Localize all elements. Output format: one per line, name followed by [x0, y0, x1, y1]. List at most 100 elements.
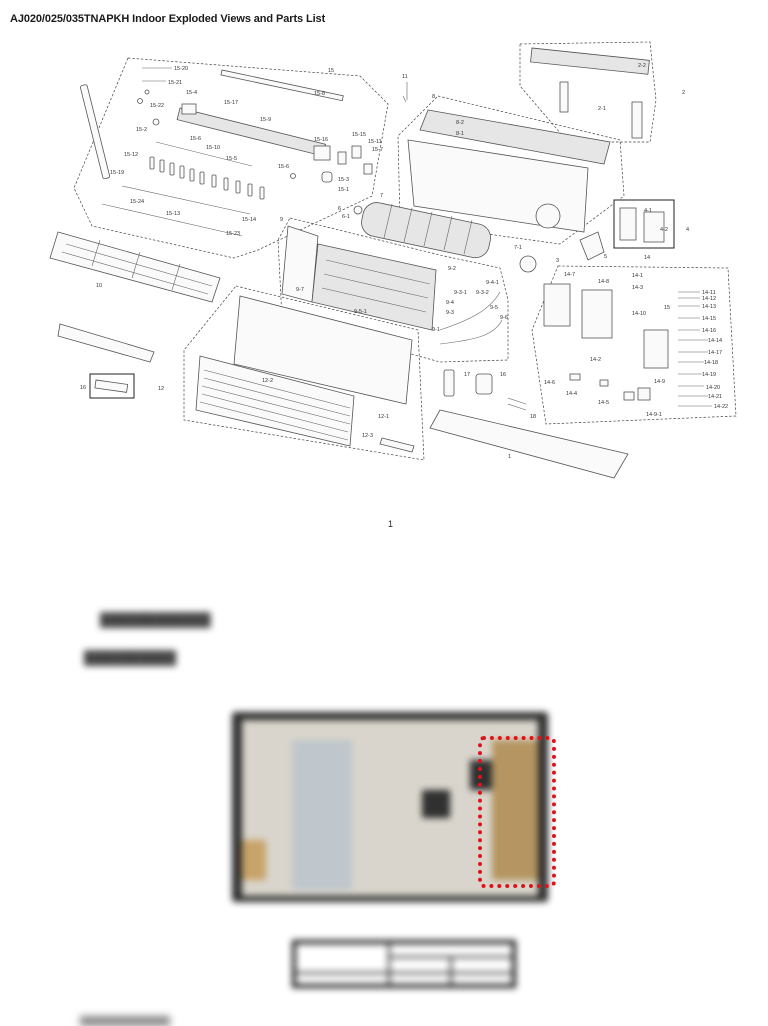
label-9: 9	[280, 217, 283, 223]
label-14-16: 14-16	[702, 328, 716, 334]
label-15-19: 15-19	[110, 170, 124, 176]
label-15: 15	[328, 68, 334, 74]
label-12: 12	[158, 386, 164, 392]
label-4-1: 4-1	[644, 208, 652, 214]
label-4: 4	[686, 227, 689, 233]
label-18: 18	[530, 414, 536, 420]
pcb-photo	[232, 712, 548, 902]
label-14-18: 14-18	[704, 360, 718, 366]
label-9-5: 9-5	[490, 305, 498, 311]
label-14-9: 14-9	[654, 379, 665, 385]
group-12-frame	[183, 285, 425, 461]
blower-fan	[353, 202, 605, 273]
label-14-22: 14-22	[714, 404, 728, 410]
highlight-connector-region	[478, 736, 556, 888]
label-9-1: 9-1	[432, 327, 440, 333]
label-9-4-1: 9-4-1	[486, 280, 499, 286]
label-14-21: 14-21	[708, 394, 722, 400]
group-14-frame	[531, 265, 737, 425]
label-15-7: 15-7	[372, 147, 383, 153]
label-14-15: 14-15	[702, 316, 716, 322]
label-7: 7	[380, 193, 383, 199]
label-12-3: 12-3	[362, 433, 373, 439]
label-14-7: 14-7	[564, 272, 575, 278]
label-14-9-1: 14-9-1	[646, 412, 662, 418]
label-15-9: 15-9	[260, 117, 271, 123]
label-9-3: 9-3	[446, 310, 454, 316]
label-14-20: 14-20	[706, 385, 720, 391]
label-9-3-1: 9-3-1	[454, 290, 467, 296]
label-15-23: 15-23	[226, 231, 240, 237]
exploded-view-diagram: 15 15-8 15-20 15-21 15-4 15-22 15-17 15-…	[49, 41, 737, 479]
label-5: 5	[604, 254, 607, 260]
label-14-1: 14-1	[632, 273, 643, 279]
part-16-box	[89, 373, 135, 399]
label-15-12: 15-12	[124, 152, 138, 158]
label-15b: 15	[664, 305, 670, 311]
label-15-21: 15-21	[168, 80, 182, 86]
blurred-heading: ████████████	[100, 612, 211, 627]
label-15-6a: 15-6	[190, 136, 201, 142]
label-14-13: 14-13	[702, 304, 716, 310]
label-15-24: 15-24	[130, 199, 144, 205]
label-15-5: 15-5	[226, 156, 237, 162]
page-number: 1	[388, 519, 394, 529]
label-1: 1	[508, 454, 511, 460]
label-3: 3	[556, 258, 559, 264]
label-15-1: 15-1	[338, 187, 349, 193]
label-15-8: 15-8	[314, 91, 325, 97]
label-10: 10	[96, 283, 102, 289]
label-17: 17	[464, 372, 470, 378]
label-15-10: 15-10	[206, 145, 220, 151]
label-9-2: 9-2	[448, 266, 456, 272]
label-14-2: 14-2	[590, 357, 601, 363]
group-9-frame	[277, 217, 509, 363]
label-8-1: 8-1	[456, 131, 464, 137]
label-14-10: 14-10	[632, 311, 646, 317]
label-15-15: 15-15	[352, 132, 366, 138]
group-15-frame	[73, 57, 389, 259]
label-14-17: 14-17	[708, 350, 722, 356]
label-14-12: 14-12	[702, 296, 716, 302]
label-14: 14	[644, 255, 650, 261]
label-15-6b: 15-6	[278, 164, 289, 170]
document-title: AJ020/025/035TNAPKH Indoor Exploded View…	[10, 13, 326, 25]
label-6-1: 6-1	[342, 214, 350, 220]
label-2: 2	[682, 90, 685, 96]
label-2-1: 2-1	[598, 106, 606, 112]
label-14-3: 14-3	[632, 285, 643, 291]
label-14-5: 14-5	[598, 400, 609, 406]
label-9-5-1: 9-5-1	[354, 309, 367, 315]
label-9-6: 9-6	[500, 315, 508, 321]
label-15-13: 15-13	[166, 211, 180, 217]
label-16b: 16	[500, 372, 506, 378]
label-14-11: 14-11	[702, 290, 716, 296]
label-8-2: 8-2	[456, 120, 464, 126]
label-6: 6	[338, 206, 341, 212]
label-12-2: 12-2	[262, 378, 273, 384]
blurred-footer-text	[80, 1016, 170, 1026]
label-8: 8	[432, 94, 435, 100]
part-4-box	[613, 199, 675, 249]
label-14-8: 14-8	[598, 279, 609, 285]
label-15-16: 15-16	[314, 137, 328, 143]
label-11: 11	[402, 74, 408, 80]
label-14-14: 14-14	[708, 338, 722, 344]
blurred-info-table	[292, 940, 516, 988]
label-15-3: 15-3	[338, 177, 349, 183]
group-8-frame	[397, 95, 625, 245]
label-9-4: 9-4	[446, 300, 454, 306]
label-14-4: 14-4	[566, 391, 577, 397]
blurred-subheading: ██████████	[84, 650, 177, 665]
label-16: 16	[80, 385, 86, 391]
label-15-17: 15-17	[224, 100, 238, 106]
label-12-1: 12-1	[378, 414, 389, 420]
label-9-3-2: 9-3-2	[476, 290, 489, 296]
label-15-22: 15-22	[150, 103, 164, 109]
label-9-7: 9-7	[296, 287, 304, 293]
group-2-frame	[519, 41, 657, 143]
part-10-grille	[49, 231, 221, 303]
label-14-19: 14-19	[702, 372, 716, 378]
label-2-2: 2-2	[638, 63, 646, 69]
label-4-2: 4-2	[660, 227, 668, 233]
